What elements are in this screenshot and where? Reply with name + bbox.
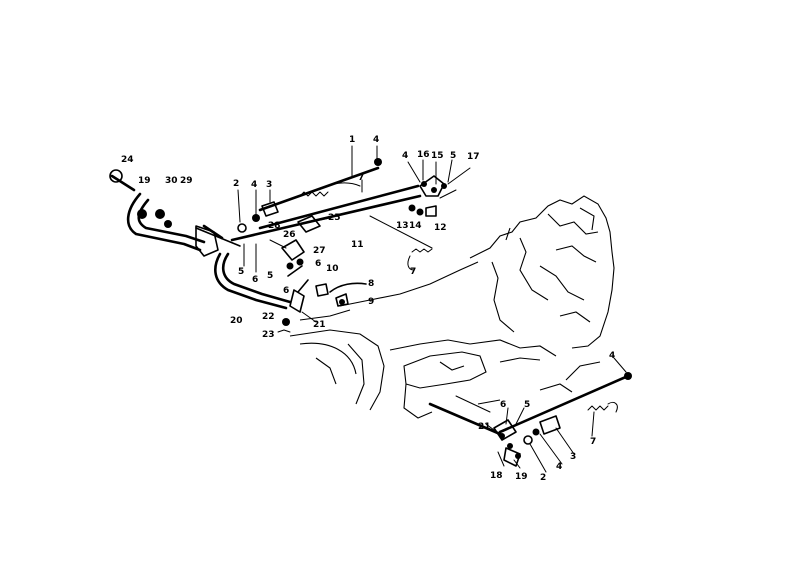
callout-15: 15 — [431, 151, 444, 161]
callout-2: 2 — [540, 473, 546, 483]
callout-18: 18 — [490, 471, 503, 481]
callout-9: 9 — [368, 297, 374, 307]
left-lever-assembly — [109, 169, 367, 333]
callout-4: 4 — [556, 462, 562, 472]
callout-20: 20 — [230, 316, 243, 326]
callout-8: 8 — [368, 279, 374, 289]
callout-6: 6 — [500, 400, 506, 410]
callout-5: 5 — [450, 151, 456, 161]
callout-16: 16 — [417, 150, 430, 160]
callout-labels: 1 4 7 2 4 3 24 19 30 29 25 28 26 27 5 6 … — [121, 135, 615, 483]
callout-27: 27 — [313, 246, 326, 256]
callout-4: 4 — [402, 151, 408, 161]
callout-23: 23 — [262, 330, 275, 340]
callout-25: 25 — [328, 213, 341, 223]
callout-11: 11 — [351, 240, 364, 250]
callout-7: 7 — [410, 267, 416, 277]
callout-2: 2 — [233, 179, 239, 189]
callout-19: 19 — [138, 176, 151, 186]
callout-5: 5 — [524, 400, 530, 410]
callout-19: 19 — [515, 472, 528, 482]
callout-10: 10 — [326, 264, 339, 274]
callout-24: 24 — [121, 155, 134, 165]
callout-5: 5 — [267, 271, 273, 281]
callout-3: 3 — [570, 452, 576, 462]
callout-14: 14 — [409, 221, 422, 231]
callout-4: 4 — [609, 351, 615, 361]
callout-30: 30 — [165, 176, 178, 186]
callout-28: 28 — [268, 221, 281, 231]
callout-6: 6 — [283, 286, 289, 296]
callout-6: 6 — [252, 275, 258, 285]
callout-13: 13 — [396, 221, 409, 231]
callout-7: 7 — [590, 437, 596, 447]
callout-6: 6 — [315, 259, 321, 269]
callout-12: 12 — [434, 223, 447, 233]
upper-cable-assembly — [230, 145, 471, 271]
engine-block-outline — [469, 195, 615, 349]
callout-1: 1 — [349, 135, 355, 145]
callout-7: 7 — [358, 173, 364, 183]
callout-17: 17 — [467, 152, 480, 162]
callout-3: 3 — [266, 180, 272, 190]
callout-29: 29 — [180, 176, 193, 186]
callout-4: 4 — [373, 135, 379, 145]
callout-21: 21 — [313, 320, 326, 330]
vehicle-floor-outline — [289, 261, 601, 419]
callout-26: 26 — [283, 230, 296, 240]
callout-22: 22 — [262, 312, 275, 322]
callout-21: 21 — [478, 422, 491, 432]
callout-4: 4 — [251, 180, 257, 190]
lower-right-cable-assembly — [428, 357, 632, 473]
callout-5: 5 — [238, 267, 244, 277]
